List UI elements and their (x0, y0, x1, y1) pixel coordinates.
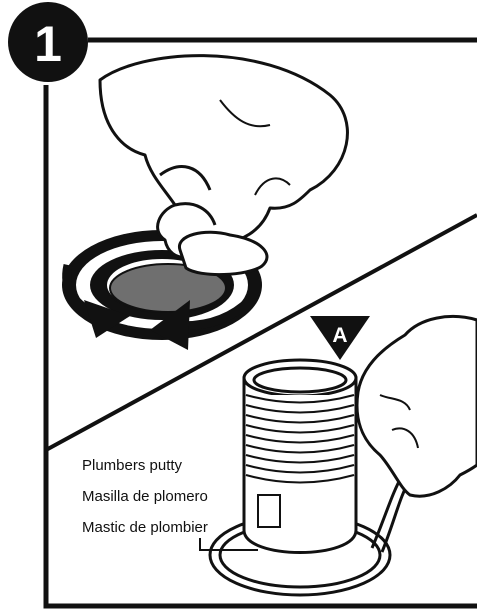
callout-marker-a: A (310, 316, 370, 360)
callout-letter: A (332, 324, 347, 347)
hand-illustration-bottom (357, 316, 477, 496)
drain-body (244, 360, 356, 553)
label-english: Plumbers putty (82, 457, 183, 474)
label-spanish: Masilla de plomero (82, 488, 208, 505)
label-french: Mastic de plombier (82, 519, 208, 536)
step-badge: 1 (8, 2, 88, 82)
step-number: 1 (34, 16, 62, 72)
